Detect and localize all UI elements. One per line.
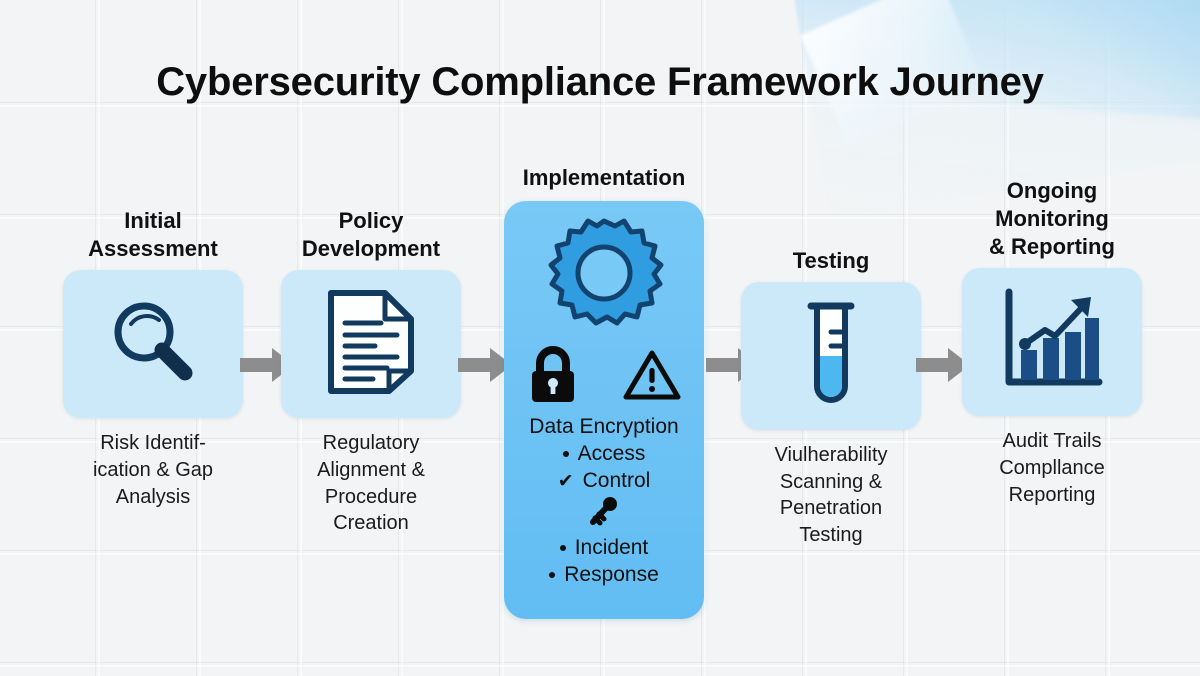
stage-caption-line3: Reporting [1008,483,1096,506]
flow-arrow-4 [916,346,972,384]
stage-caption-line1: Viulherability [774,444,888,467]
stage-heading: Initial Assessment [53,207,253,263]
implementation-item-label: Control [582,469,651,493]
stage-heading-line1: Initial [124,208,182,233]
stage-caption-line1: Audit Trails [1002,430,1102,453]
stage-testing[interactable]: Testing Viulherability Scanning & Penetr… [731,247,931,549]
bar-chart-growth-icon [999,288,1105,397]
stage-caption-line1: Risk Identif- [100,432,206,455]
stage-initial-assessment[interactable]: Initial Assessment Risk Identif- ication… [53,207,253,510]
stage-heading-line2: Assessment [88,236,218,262]
stage-implementation[interactable]: Implementation [504,164,704,620]
gear-icon [538,213,670,344]
stage-heading: Implementation [504,164,704,192]
stage-heading: Testing [731,247,931,275]
stage-caption-line3: Analysis [115,485,191,508]
stage-highlight-card[interactable]: Data Encryption Access ✔ Control [504,201,704,620]
implementation-key-glyph-row [587,495,621,533]
stage-caption: Viulherability Scanning & Penetration Te… [731,442,931,548]
stage-heading-line2: Monitoring [995,206,1109,232]
implementation-item-control: ✔ Control [558,469,651,493]
stage-icon-card[interactable] [63,270,243,419]
stage-caption: Audit Trails Compllance Reporting [952,428,1152,508]
bullet-icon [562,451,569,458]
stage-heading-line1: Implementation [522,165,686,190]
stage-heading: Policy Development [271,207,471,263]
stage-caption-line4: Testing [799,523,863,546]
key-icon [587,495,621,533]
stage-caption: Risk Identif- ication & Gap Analysis [53,430,253,510]
stage-caption: Regulatory Alignment & Procedure Creatio… [271,430,471,536]
test-tube-icon [793,298,869,415]
stage-icon-card[interactable] [741,282,921,431]
flow-arrow-2 [458,346,514,384]
implementation-item-label: Response [564,563,659,587]
stage-heading-line1: Testing [792,248,870,273]
stage-heading: Ongoing Monitoring & Reporting [952,177,1152,261]
implementation-item-label: Incident [574,536,649,560]
stage-caption-line2: ication & Gap [92,458,214,481]
implementation-item-access: Access [562,442,646,466]
page-title: Cybersecurity Compliance Framework Journ… [156,60,1044,104]
implementation-main-text: Data Encryption [529,415,679,439]
document-icon [323,287,419,402]
warning-triangle-icon [623,348,681,407]
bullet-icon [559,545,566,552]
stage-caption-line4: Creation [333,512,409,535]
flow-arrow-1 [240,346,296,384]
stage-heading-line3: & Reporting [989,234,1115,260]
stage-caption-line3: Penetration [779,497,883,520]
stage-icon-card[interactable] [962,268,1142,417]
stage-icon-card[interactable] [281,270,461,419]
stage-caption-line2: Compllance [999,457,1105,480]
check-icon: ✔ [557,470,574,492]
implementation-item-incident: Incident [559,536,649,560]
implementation-item-label: Access [577,442,646,466]
magnifying-glass-icon [101,290,205,399]
lock-icon [527,346,579,409]
bullet-icon [549,572,556,579]
stage-caption-line2: Alignment & [317,458,425,481]
stage-heading-line2: Development [301,236,441,262]
stage-caption-line2: Scanning & [779,470,883,493]
stage-ongoing-monitoring[interactable]: Ongoing Monitoring & Reporting Audit Tra… [952,177,1152,508]
security-icon-row [527,346,681,409]
stage-heading-line1: Ongoing [1006,178,1098,203]
stage-caption-line3: Procedure [324,485,418,508]
implementation-item-response: Response [549,563,659,587]
stage-heading-line1: Policy [338,208,404,233]
stage-caption-line1: Regulatory [322,432,420,455]
stage-policy-development[interactable]: Policy Development [271,207,471,537]
